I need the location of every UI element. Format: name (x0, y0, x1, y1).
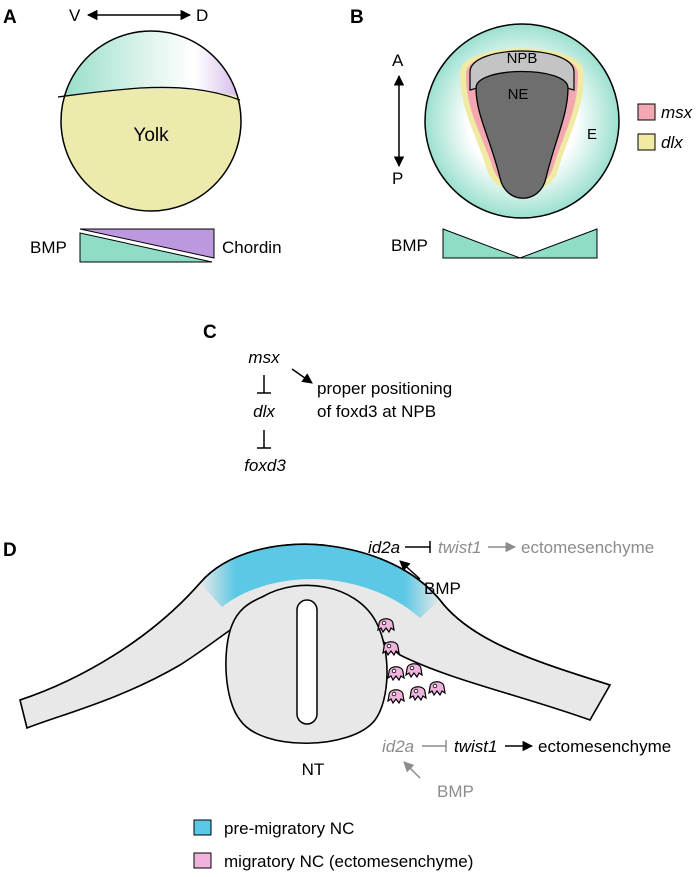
anterior-label: A (392, 51, 404, 70)
yolk-outline (60, 30, 242, 212)
bmp-gradient-wedge (79, 232, 213, 263)
pre-migratory-nc-label: pre-migratory NC (224, 819, 354, 838)
panel-c-letter: C (203, 322, 217, 343)
migratory-nc-cell (387, 666, 405, 682)
nc-legend: pre-migratory NC migratory NC (ectomesen… (193, 819, 473, 871)
migratory-nc-cell (409, 686, 427, 702)
nt-label: NT (302, 760, 325, 779)
migratory-nc-cell (382, 641, 400, 657)
panel-b: B A P NPB NE E BMP msx dlx (350, 7, 693, 259)
npb-label: NPB (507, 50, 538, 67)
migratory-nc-cell (428, 681, 446, 697)
panel-a: A V D Yolk BMP Chordin (3, 6, 282, 263)
dlx-gene: dlx (253, 402, 275, 421)
ne-label: NE (508, 86, 529, 103)
migratory-nc-label: migratory NC (ectomesenchyme) (224, 852, 473, 871)
top-id2a-label: id2a (368, 538, 400, 557)
panel-b-bmp-label: BMP (391, 236, 428, 255)
top-bmp-label: BMP (424, 579, 461, 598)
dlx-legend-swatch (637, 133, 656, 151)
msx-positioning-arrow (291, 368, 313, 384)
panel-c: C msx dlx foxd3 proper positioning of fo… (203, 322, 452, 475)
dorsal-label: D (196, 6, 208, 25)
ventral-label: V (69, 6, 81, 25)
chordin-gradient-wedge (79, 228, 215, 259)
top-bmp-arrow (399, 560, 421, 580)
cap-yolk-boundary (57, 86, 241, 101)
neural-tube-lumen (296, 599, 318, 725)
migratory-nc-swatch (193, 852, 212, 869)
bottom-bmp-arrow (403, 761, 421, 779)
chordin-label: Chordin (222, 238, 282, 257)
e-label: E (587, 126, 597, 143)
msx-legend-label: msx (661, 103, 693, 122)
ectoderm-outer-edge (19, 543, 611, 701)
migratory-nc-cell (387, 689, 405, 705)
positioning-text-line2: of foxd3 at NPB (317, 402, 436, 421)
posterior-label: P (392, 169, 403, 188)
dlx-legend-label: dlx (661, 133, 683, 152)
bmp-bidirectional-gradient (442, 228, 598, 259)
panel-a-letter: A (3, 7, 17, 28)
panel-d-letter: D (3, 540, 17, 561)
bottom-ectomesenchyme-label: ectomesenchyme (538, 737, 671, 756)
panel-b-letter: B (350, 7, 364, 28)
pre-migratory-nc-swatch (193, 819, 212, 836)
msx-gene: msx (248, 348, 280, 367)
bottom-id2a-label: id2a (382, 737, 414, 756)
pre-migratory-nc-band (200, 544, 440, 618)
bottom-bmp-label: BMP (437, 782, 474, 801)
foxd3-gene: foxd3 (244, 456, 286, 475)
migratory-nc-cells (377, 618, 446, 705)
top-twist1-label: twist1 (438, 538, 481, 557)
bottom-twist1-label: twist1 (454, 737, 497, 756)
yolk-label: Yolk (133, 125, 169, 146)
migratory-nc-cell (405, 663, 423, 679)
ne-region (475, 70, 569, 199)
panel-d: D NT id2a twist1 ectomesenchyme BMP id2a… (3, 538, 671, 801)
msx-legend-swatch (637, 103, 656, 121)
positioning-text-line1: proper positioning (317, 379, 452, 398)
panel-a-bmp-label: BMP (30, 238, 67, 257)
top-ectomesenchyme-label: ectomesenchyme (521, 538, 654, 557)
migratory-nc-cell (377, 618, 395, 634)
